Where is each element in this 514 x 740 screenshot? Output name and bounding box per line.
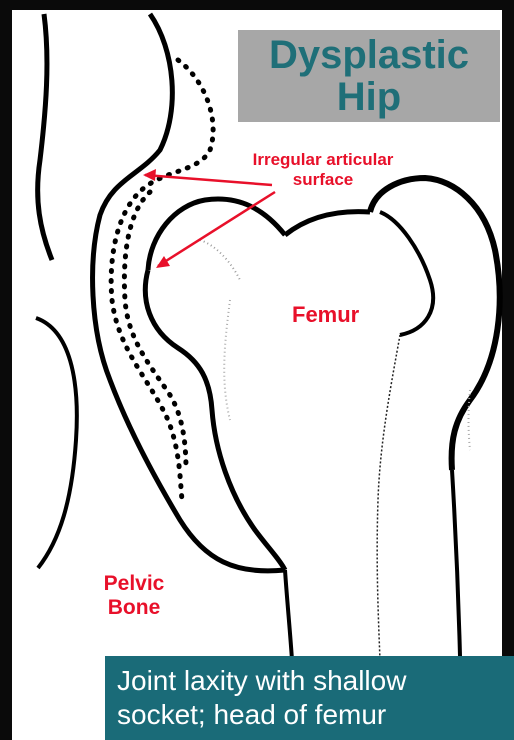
- caption-line-2: socket; head of femur: [117, 698, 504, 732]
- femoral-shaft-outer-right: [452, 470, 460, 656]
- stipple-shading-2: [224, 300, 230, 420]
- pelvic-label-line-2: Bone: [84, 596, 184, 620]
- irregular-label-line-2: surface: [218, 170, 428, 190]
- femoral-shaft-left: [285, 570, 292, 660]
- title-line-2: Hip: [238, 76, 500, 118]
- femoral-shaft-right: [377, 335, 400, 660]
- femoral-neck-top: [285, 212, 370, 235]
- femur-label: Femur: [292, 302, 392, 328]
- caption-line-1: Joint laxity with shallow: [117, 664, 504, 698]
- stipple-shading-1: [200, 240, 240, 280]
- dotted-socket-line-inner: [124, 192, 186, 470]
- caption-box: Joint laxity with shallow socket; head o…: [105, 656, 514, 740]
- pelvis-inner-outline: [36, 318, 77, 568]
- pelvic-bone-label: Pelvic Bone: [84, 572, 184, 620]
- arrow-to-head: [158, 192, 275, 266]
- dotted-socket-line-outer: [111, 60, 213, 500]
- pelvis-outer-outline: [38, 14, 52, 260]
- arrowhead-head: [156, 256, 170, 268]
- arrowhead-socket: [143, 169, 156, 181]
- irregular-label-line-1: Irregular articular: [218, 150, 428, 170]
- title-line-1: Dysplastic: [238, 34, 500, 76]
- pelvic-label-line-1: Pelvic: [84, 572, 184, 596]
- title-box: Dysplastic Hip: [238, 30, 500, 122]
- irregular-surface-label: Irregular articular surface: [218, 150, 428, 190]
